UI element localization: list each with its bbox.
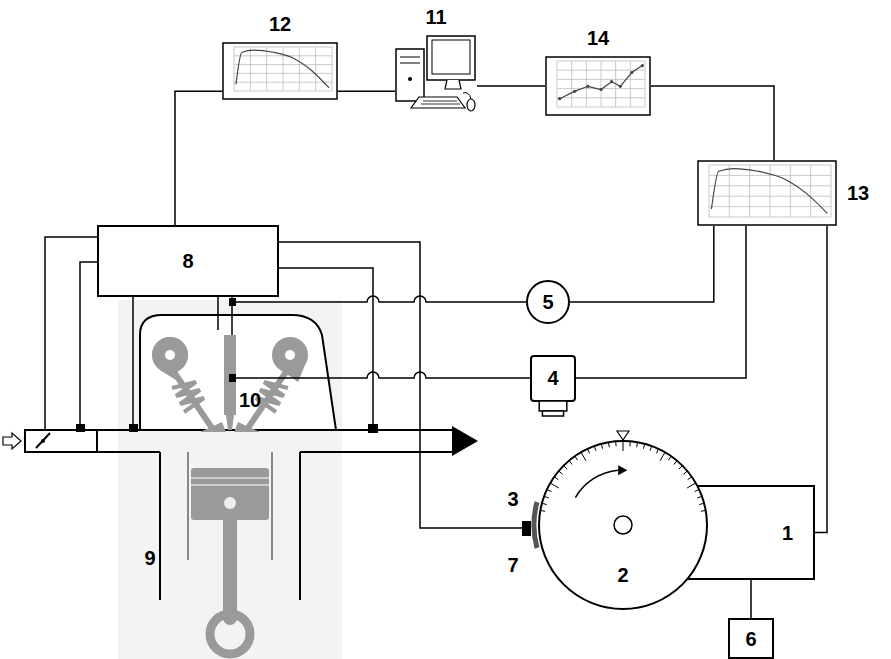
camera-sensor: 4 (530, 355, 576, 417)
callout-number: 3 (507, 487, 518, 511)
flywheel-disc: 2 (537, 431, 709, 611)
disc-bracket (534, 502, 537, 548)
signal-line (338, 91, 395, 93)
chart-display: 12 (222, 42, 338, 100)
computer-outline (395, 35, 477, 113)
signal-line (570, 226, 714, 302)
engine-cylinder (160, 452, 300, 654)
signal-line (815, 226, 827, 533)
callout-number: 12 (269, 12, 291, 36)
control-box: 6 (728, 618, 774, 659)
chart-outline (545, 56, 651, 116)
callout-number: 5 (542, 290, 553, 314)
signal-line (576, 226, 746, 378)
callout-number: 9 (144, 546, 155, 570)
callout-number: 14 (587, 26, 609, 50)
chart-display: 13 (697, 160, 837, 226)
sensor-circle: 5 (526, 280, 570, 324)
chart-outline (697, 160, 837, 226)
callout-number: 7 (507, 553, 518, 577)
callout-number: 2 (617, 563, 628, 587)
chart-outline (222, 42, 338, 100)
chart-display: 14 (545, 56, 651, 116)
callout-number: 11 (425, 5, 446, 29)
callout-number: 6 (745, 627, 756, 651)
engine-ground (118, 300, 342, 659)
sensor-marks (76, 298, 531, 536)
signal-line (175, 91, 222, 225)
callout-number: 13 (847, 181, 869, 205)
control-unit-box: 8 (97, 225, 279, 297)
signal-line (477, 85, 545, 87)
callout-number: 4 (547, 366, 558, 390)
cylinder-head (140, 315, 336, 432)
throttle-body (3, 430, 97, 452)
computer: 11 (395, 35, 477, 113)
signal-line (750, 580, 752, 618)
callout-number: 10 (239, 388, 261, 412)
callout-number: 8 (182, 249, 193, 273)
signal-line (651, 86, 774, 160)
callout-number: 1 (782, 521, 793, 545)
